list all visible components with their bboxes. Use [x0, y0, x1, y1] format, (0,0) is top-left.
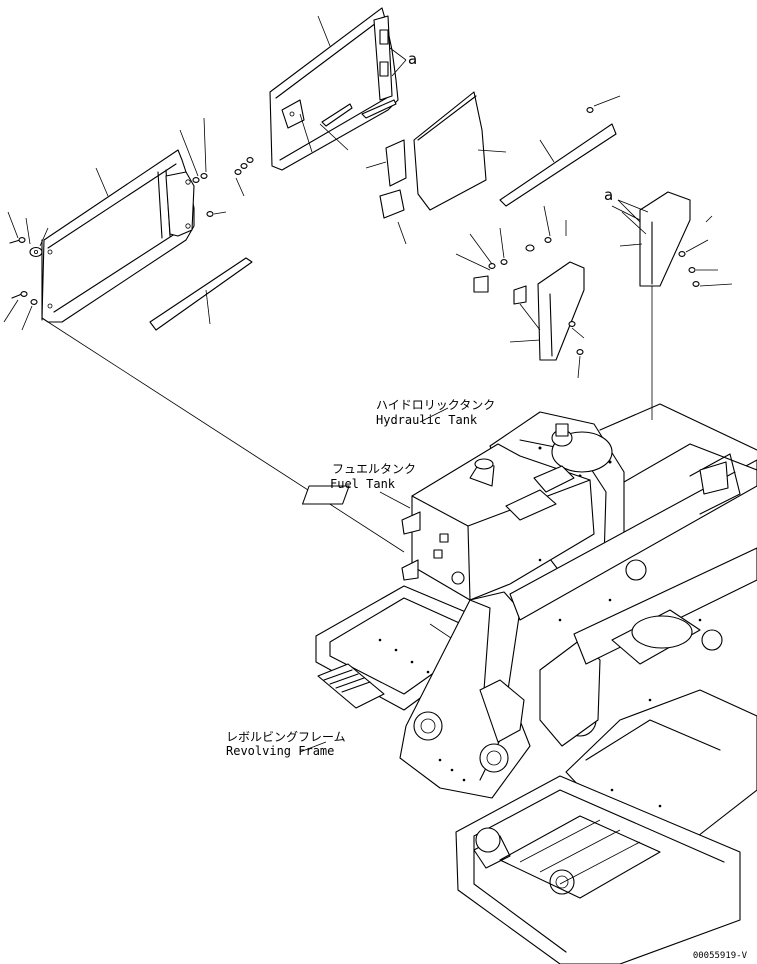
hydraulic-tank-label-en: Hydraulic Tank: [376, 413, 478, 427]
callout-a-right: a: [604, 186, 614, 204]
fuel-tank-label-jp: フュエルタンク: [332, 462, 417, 476]
left-cover-panel: [41, 149, 195, 323]
fuel-tank: [301, 443, 595, 601]
revolving-frame-label-en: Revolving Frame: [226, 744, 335, 758]
top-cover-panel: [269, 7, 399, 171]
label-leaders: [299, 407, 449, 753]
center-bracket: [455, 205, 585, 379]
small-pads: [365, 139, 407, 245]
left-seal-strip: [149, 257, 253, 331]
right-long-strip: [499, 95, 621, 207]
assembly-leader-lines: [47, 286, 653, 553]
fuel-tank-label-en: Fuel Tank: [330, 477, 396, 491]
callout-a-top: a: [408, 50, 418, 68]
callout-a-leaders: [389, 47, 649, 223]
hydraulic-tank-label-jp: ハイドロリックタンク: [376, 398, 496, 412]
insulation-pad: [413, 91, 507, 211]
revolving-frame: [315, 403, 757, 964]
middle-left-fasteners: [95, 117, 254, 217]
right-bracket-a: [611, 191, 733, 287]
drawing-code: 00055919-V: [692, 951, 747, 961]
top-seal-strips: [319, 99, 397, 151]
revolving-frame-label-jp: レボルビングフレーム: [226, 730, 346, 744]
left-fasteners: [3, 211, 49, 331]
